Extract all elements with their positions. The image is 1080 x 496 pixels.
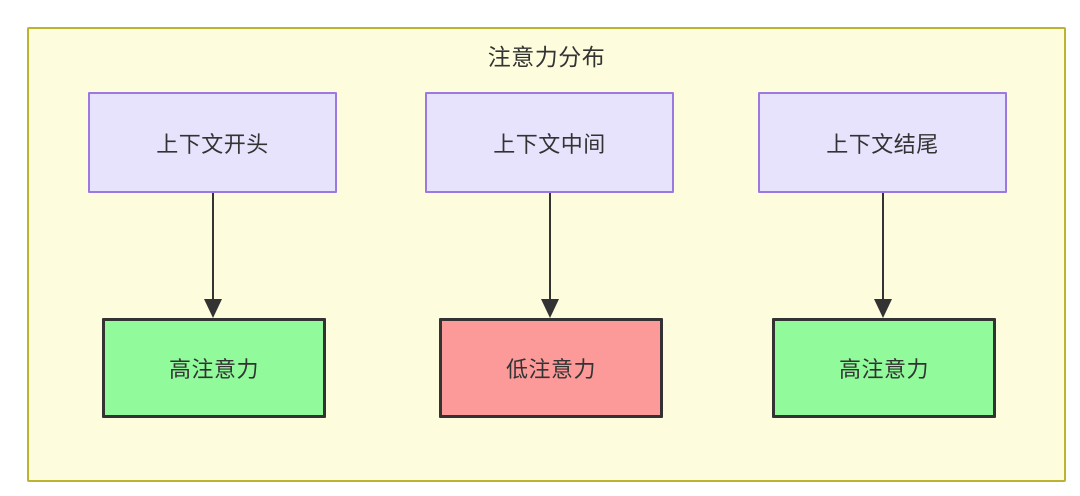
node-context-end[interactable]: 上下文结尾 bbox=[758, 92, 1007, 193]
node-high-attention-end-label: 高注意力 bbox=[838, 357, 929, 382]
node-low-attention-middle-label: 低注意力 bbox=[505, 357, 596, 382]
subgraph-title: 注意力分布 bbox=[487, 44, 606, 70]
node-context-start-label: 上下文开头 bbox=[156, 131, 269, 157]
node-low-attention-middle[interactable]: 低注意力 bbox=[439, 318, 663, 418]
node-high-attention-end[interactable]: 高注意力 bbox=[772, 318, 996, 418]
node-context-middle-label: 上下文中间 bbox=[493, 131, 606, 157]
node-context-end-label: 上下文结尾 bbox=[826, 131, 939, 157]
node-context-start[interactable]: 上下文开头 bbox=[88, 92, 337, 193]
node-high-attention-start[interactable]: 高注意力 bbox=[102, 318, 326, 418]
node-context-middle[interactable]: 上下文中间 bbox=[425, 92, 674, 193]
node-high-attention-start-label: 高注意力 bbox=[168, 357, 259, 382]
